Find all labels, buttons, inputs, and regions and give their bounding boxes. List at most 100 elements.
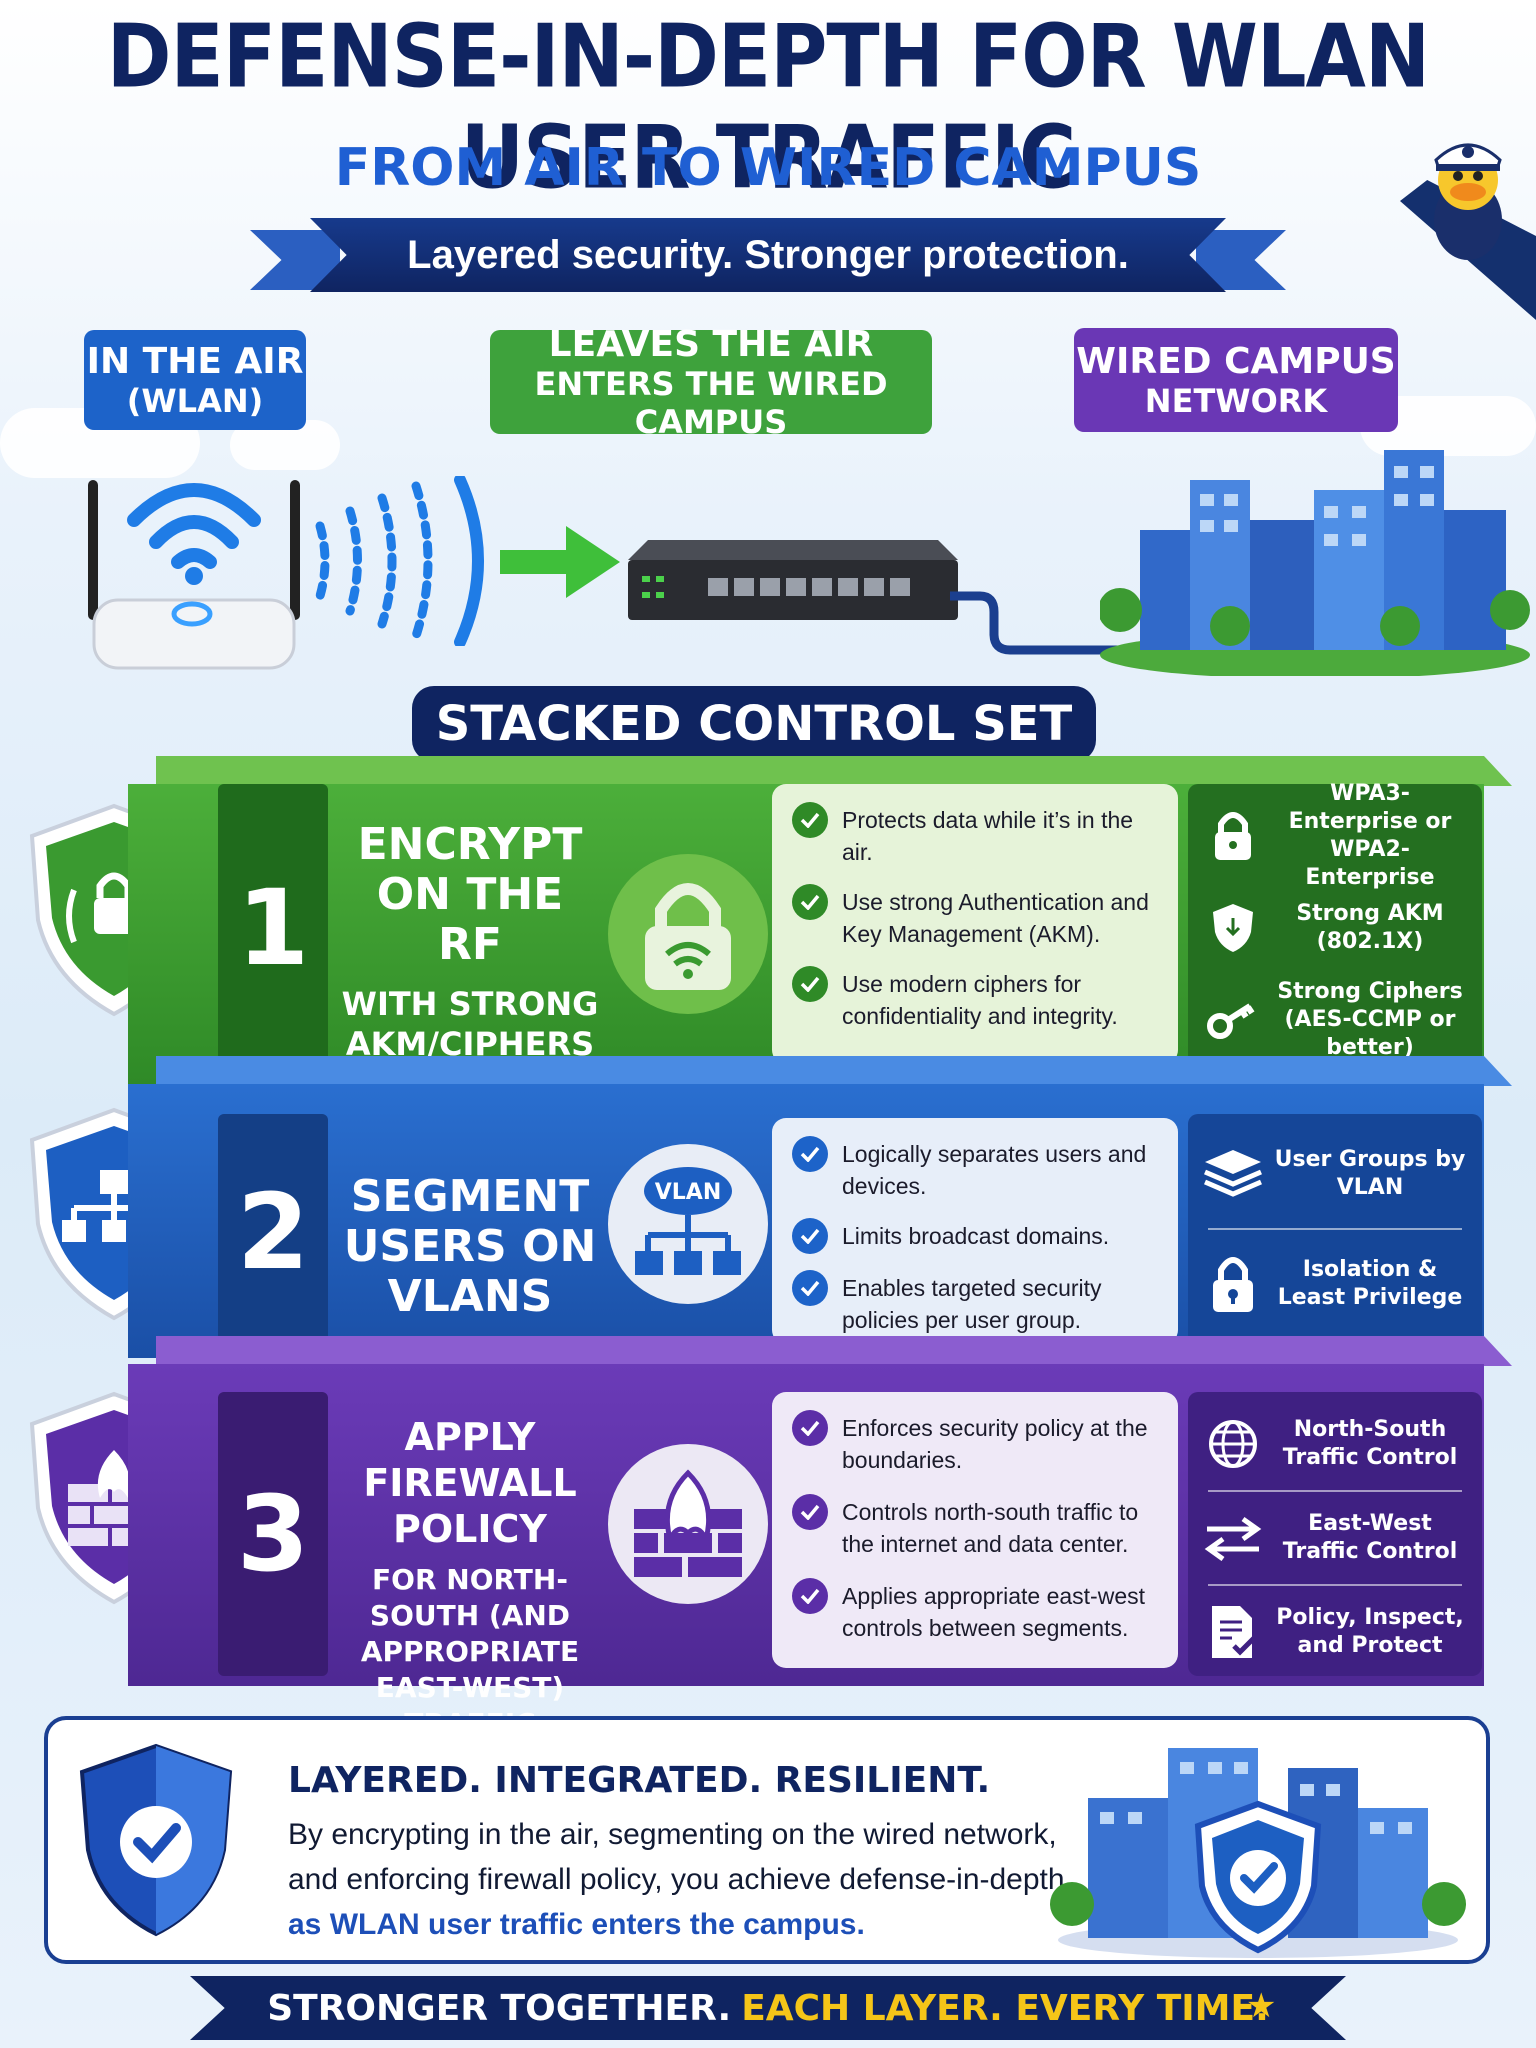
globe-icon — [1198, 1418, 1268, 1470]
bullet-text: Controls north-south traffic to the inte… — [842, 1499, 1139, 1557]
bullet-item: Use strong Authentication and Key Manage… — [792, 884, 1166, 950]
bullet-text: Limits broadcast domains. — [842, 1223, 1110, 1249]
side-label: Policy, Inspect, and Protect — [1276, 1605, 1464, 1658]
layer-bullets: Logically separates users and devices. L… — [772, 1118, 1178, 1344]
network-switch-icon — [628, 540, 958, 620]
bullet-text: Enables targeted security policies per u… — [842, 1275, 1102, 1333]
bullet-text: Use strong Authentication and Key Manage… — [842, 889, 1149, 947]
checkmark-icon — [792, 884, 828, 920]
checkmark-icon — [792, 966, 828, 1002]
tagline-ribbon: Layered security. Stronger protection. — [310, 218, 1226, 292]
footer-part2: EACH LAYER. EVERY TIME. — [741, 1987, 1269, 2029]
checkmark-icon — [792, 1136, 828, 1172]
wireless-router-icon — [88, 480, 300, 670]
layer-title: APPLY FIREWALL POLICY — [363, 1415, 577, 1551]
band-top-edge — [156, 1056, 1512, 1086]
checkmark-icon — [792, 1218, 828, 1254]
lock-icon — [1198, 1254, 1268, 1314]
stage-line: LEAVES THE AIR — [548, 323, 874, 365]
checkmark-icon — [792, 802, 828, 838]
layer-bullets: Protects data while it’s in the air. Use… — [772, 784, 1178, 1064]
side-item: Policy, Inspect, and Protect — [1198, 1586, 1472, 1678]
stage-line: IN THE AIR — [86, 340, 304, 382]
side-item: North-South Traffic Control — [1198, 1398, 1472, 1490]
vlan-icon-label: VLAN — [655, 1180, 721, 1205]
layer-bullets: Enforces security policy at the boundari… — [772, 1392, 1178, 1668]
footer-banner: STRONGER TOGETHER. EACH LAYER. EVERY TIM… — [190, 1976, 1346, 2040]
bullet-item: Enforces security policy at the boundari… — [792, 1410, 1166, 1476]
checkmark-icon — [792, 1410, 828, 1446]
bullet-item: Applies appropriate east-west controls b… — [792, 1578, 1166, 1644]
lock-icon — [1198, 810, 1268, 862]
summary-panel: LAYERED. INTEGRATED. RESILIENT. By encry… — [44, 1716, 1490, 1964]
padlock-wifi-icon — [608, 854, 768, 1014]
stage-line: (WLAN) — [126, 381, 264, 420]
bullet-text: Protects data while it’s in the air. — [842, 807, 1134, 865]
band-top-edge — [156, 1336, 1512, 1366]
checkmark-icon — [792, 1578, 828, 1614]
side-item: Strong AKM (802.1X) — [1198, 882, 1472, 974]
side-item: Isolation & Least Privilege — [1198, 1230, 1472, 1338]
page-title: DEFENSE-IN-DEPTH FOR WLAN USER TRAFFIC — [106, 7, 1430, 209]
stacked-control-set-title: STACKED CONTROL SET — [412, 686, 1096, 762]
side-item: WPA3-Enterprise or WPA2-Enterprise — [1198, 781, 1472, 890]
checkmark-icon — [792, 1494, 828, 1530]
bullet-text: Use modern ciphers for confidentiality a… — [842, 971, 1118, 1029]
side-item: Strong Ciphers (AES-CCMP or better) — [1198, 974, 1472, 1066]
divider — [1208, 1490, 1462, 1492]
layers-icon — [1198, 1148, 1268, 1200]
divider — [1208, 1584, 1462, 1586]
campus-shield-icon — [1050, 1748, 1466, 1958]
network-cable — [950, 591, 1160, 655]
layer-title: SEGMENT USERS ON VLANS — [343, 1171, 597, 1322]
stage-line: NETWORK — [1144, 381, 1328, 420]
bullet-text: Enforces security policy at the boundari… — [842, 1415, 1148, 1473]
side-label: Strong AKM (802.1X) — [1296, 901, 1444, 954]
side-label: WPA3-Enterprise or WPA2-Enterprise — [1288, 781, 1452, 890]
checkmark-icon — [792, 1270, 828, 1306]
layer-title: ENCRYPT ON THE RF — [357, 819, 583, 970]
bullet-text: Applies appropriate east-west controls b… — [842, 1583, 1145, 1641]
shield-check-icon — [79, 1743, 233, 1937]
arrows-icon — [1198, 1515, 1268, 1561]
layer-number: 1 — [218, 784, 328, 1072]
page-subtitle: FROM AIR TO WIRED CAMPUS — [334, 138, 1202, 198]
duck-mascot-icon — [1434, 143, 1502, 260]
summary-body: By encrypting in the air, segmenting on … — [288, 1812, 1088, 1947]
bullet-item: Logically separates users and devices. — [792, 1136, 1166, 1202]
bullet-item: Limits broadcast domains. — [792, 1218, 1166, 1254]
bullet-item: Use modern ciphers for confidentiality a… — [792, 966, 1166, 1032]
layer-number: 3 — [218, 1392, 328, 1676]
band-top-edge — [156, 756, 1512, 786]
stage-line: WIRED CAMPUS — [1076, 340, 1396, 382]
star-icon: ★ — [1246, 1987, 1277, 2025]
stage-line: ENTERS THE WIRED CAMPUS — [534, 364, 888, 441]
vlan-icon: VLAN — [608, 1144, 768, 1304]
layer-3-band: 3 APPLY FIREWALL POLICY FOR NORTH-SOUTH … — [128, 1364, 1484, 1776]
campus-buildings-icon — [1100, 450, 1530, 676]
layer-1-band: 1 ENCRYPT ON THE RF WITH STRONG AKM/CIPH… — [128, 784, 1484, 1084]
summary-highlight: as WLAN user traffic enters the campus. — [288, 1908, 865, 1941]
side-item: East-West Traffic Control — [1198, 1492, 1472, 1584]
side-label: Strong Ciphers (AES-CCMP or better) — [1277, 979, 1463, 1060]
stage-in-the-air: IN THE AIR (WLAN) — [84, 330, 306, 430]
radio-waves-icon — [315, 476, 484, 646]
footer-part1: STRONGER TOGETHER. — [267, 1987, 732, 2029]
document-check-icon — [1198, 1604, 1268, 1660]
bullet-text: Logically separates users and devices. — [842, 1141, 1147, 1199]
layer-heading: SEGMENT USERS ON VLANS — [340, 1172, 600, 1322]
key-icon — [1198, 998, 1268, 1042]
summary-heading: LAYERED. INTEGRATED. RESILIENT. — [288, 1760, 991, 1801]
summary-text: By encrypting in the air, segmenting on … — [288, 1818, 1065, 1896]
stage-wired-campus: WIRED CAMPUS NETWORK — [1074, 328, 1398, 432]
bullet-item: Protects data while it’s in the air. — [792, 802, 1166, 868]
layer-2-band: 2 SEGMENT USERS ON VLANS VLAN Logically … — [128, 1084, 1484, 1358]
side-item: User Groups by VLAN — [1198, 1120, 1472, 1228]
side-label: User Groups by VLAN — [1274, 1147, 1466, 1200]
side-label: Isolation & Least Privilege — [1277, 1257, 1463, 1310]
layer-subtitle: WITH STRONG AKM/CIPHERS — [341, 985, 599, 1063]
firewall-icon — [608, 1444, 768, 1604]
layer-number: 2 — [218, 1114, 328, 1350]
shield-icon — [1198, 902, 1268, 954]
arrow-right-icon — [500, 526, 620, 598]
